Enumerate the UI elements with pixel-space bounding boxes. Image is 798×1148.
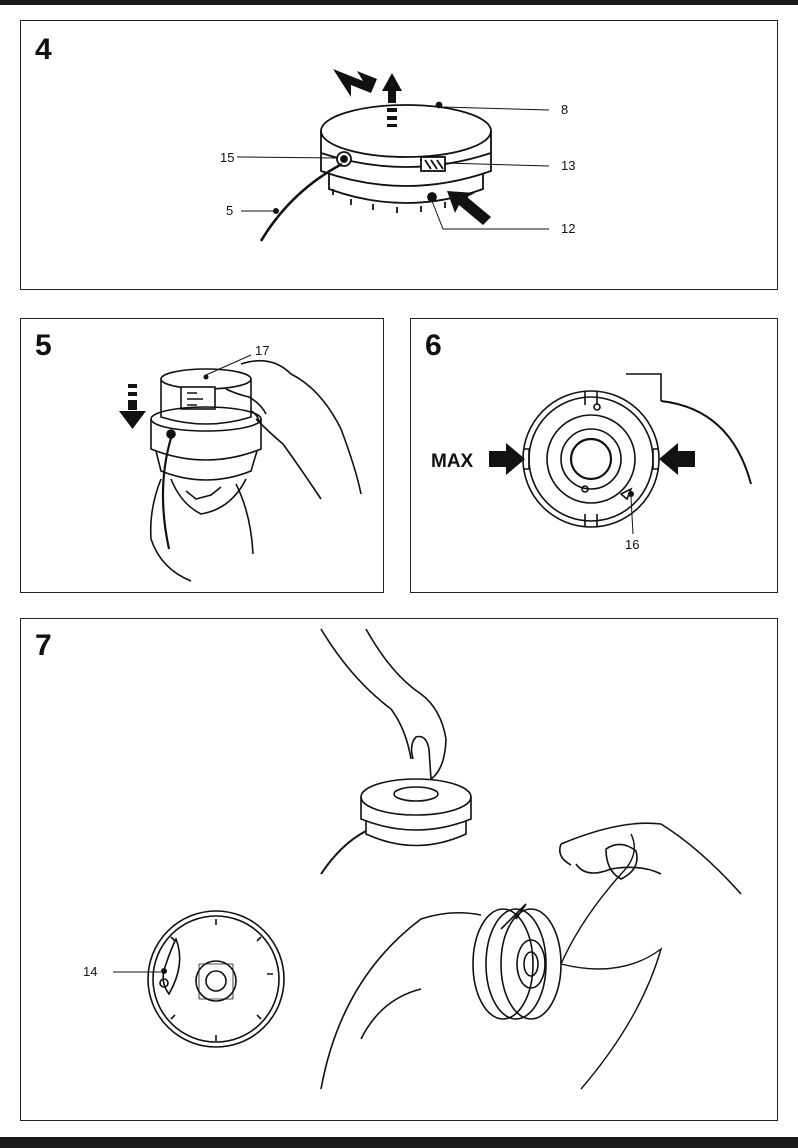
callout-14: 14 — [83, 964, 97, 979]
callout-16: 16 — [625, 537, 639, 552]
callout-15: 15 — [220, 150, 234, 165]
callout-12: 12 — [561, 221, 575, 236]
callout-13: 13 — [561, 158, 575, 173]
figure-number: 5 — [35, 329, 52, 362]
bottom-rule — [0, 1137, 798, 1148]
top-rule — [0, 0, 798, 5]
figure-7-panel: 7 — [20, 618, 778, 1121]
callout-8: 8 — [561, 102, 568, 117]
callout-5: 5 — [226, 203, 233, 218]
trimmer-head-illustration: 8 15 13 5 12 — [220, 69, 575, 242]
figure-6-panel: 6 MAX 1 — [410, 318, 778, 593]
spool-removal-illustration: 17 — [119, 343, 362, 582]
figure-number: 6 — [425, 329, 442, 362]
spool-top-view-illustration: MAX 16 — [431, 373, 752, 552]
figure-number: 7 — [35, 629, 52, 662]
figure-4-panel: 4 — [20, 20, 778, 290]
callout-17: 17 — [255, 343, 269, 358]
figure-number: 4 — [35, 33, 52, 66]
line-winding-illustration: 14 — [83, 628, 742, 1090]
figure-5-panel: 5 — [20, 318, 384, 593]
max-arrow-label: MAX — [431, 451, 474, 472]
